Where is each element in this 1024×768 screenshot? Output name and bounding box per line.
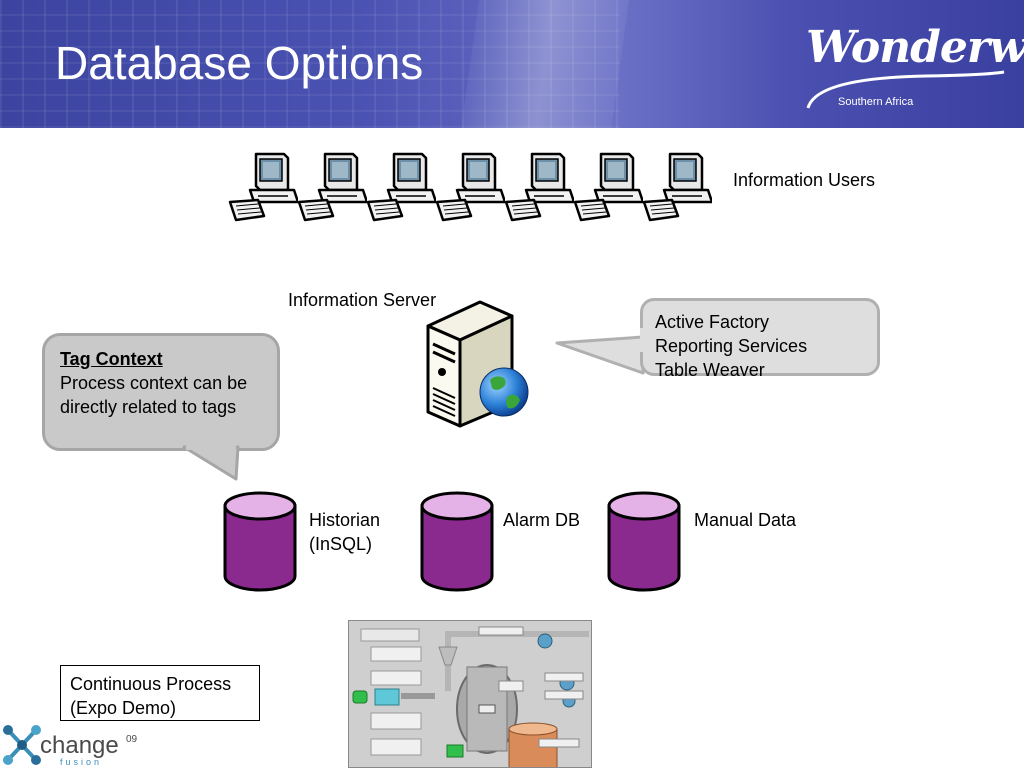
callout-tail-cover (640, 328, 650, 352)
computer-icon (573, 152, 643, 222)
computer-icon (642, 152, 712, 222)
computer-icon (228, 152, 298, 222)
db-manual-data-label: Manual Data (694, 510, 797, 530)
tag-context-line1: Process context can be (60, 373, 248, 393)
xchange-year: 09 (126, 734, 138, 745)
tool-active-factory: Active Factory (655, 312, 770, 332)
process-line2: (Expo Demo) (70, 698, 177, 718)
tool-reporting-services: Reporting Services (655, 336, 808, 356)
server-globe-icon (426, 300, 529, 428)
process-mimic-graphic (349, 621, 591, 767)
process-demo-screenshot (348, 620, 592, 768)
computer-icon (366, 152, 436, 222)
tools-callout-pointer (555, 335, 645, 375)
db-alarm-label: Alarm DB (503, 510, 581, 530)
information-server-label: Information Server (288, 290, 437, 310)
db-historian-label: Historian (InSQL) (309, 508, 380, 556)
process-line1: Continuous Process (70, 674, 232, 694)
xchange-word: change (40, 732, 119, 759)
computer-icon (504, 152, 574, 222)
historian-database-icon (223, 491, 297, 592)
tag-context-callout-pointer (182, 445, 240, 481)
tag-context-heading: Tag Context (60, 349, 163, 369)
wonderware-logo: Wonderware (806, 22, 1024, 73)
xchange-fusion-logo: change 09 fusion (3, 725, 138, 767)
tag-context-callout: Tag Context Process context can be direc… (42, 333, 280, 451)
header-banner: Database Options Wonderware Southern Afr… (0, 0, 1024, 128)
page-title: Database Options (55, 37, 424, 89)
logo-subtitle: Southern Africa (838, 96, 914, 108)
computer-icon (435, 152, 505, 222)
computer-icon (297, 152, 367, 222)
information-users-computers (228, 150, 718, 225)
db-historian-name: Historian (309, 510, 381, 530)
information-users-label: Information Users (733, 170, 876, 190)
tag-context-line2: directly related to tags (60, 397, 237, 417)
banner-tower-highlight (459, 0, 631, 128)
tools-callout: Active Factory Reporting Services Table … (640, 298, 880, 380)
db-historian-sub: (InSQL) (309, 534, 373, 554)
logo-swoosh-icon (806, 70, 1005, 109)
alarm-database-icon (420, 491, 494, 592)
x-molecule-icon (3, 725, 41, 765)
manual-data-database-icon (607, 491, 681, 592)
continuous-process-box: Continuous Process (Expo Demo) (60, 665, 260, 721)
xchange-fusion: fusion (60, 757, 102, 767)
tool-table-weaver: Table Weaver (655, 360, 765, 380)
banner-building-pattern (0, 0, 620, 128)
